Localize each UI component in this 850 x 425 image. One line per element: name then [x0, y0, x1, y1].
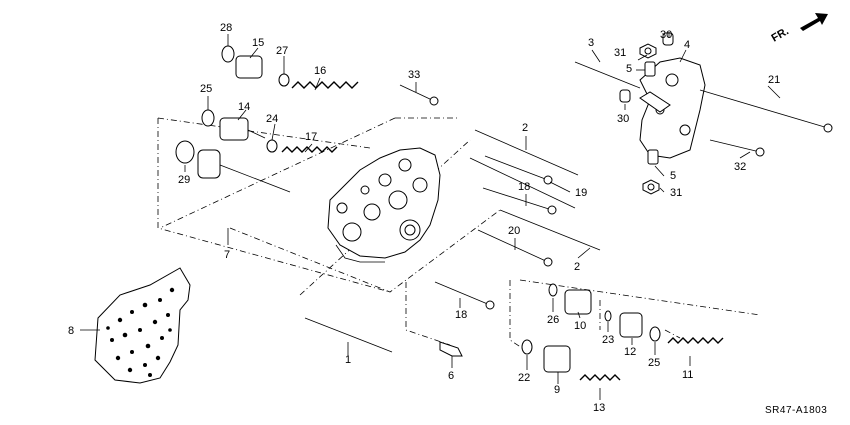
- callout-c11: 11: [682, 369, 693, 381]
- callout-c27: 27: [276, 45, 288, 57]
- diagram-code: SR47-A1803: [765, 405, 827, 416]
- front-direction-indicator: FR.: [770, 13, 828, 45]
- callout-c9: 9: [554, 384, 560, 396]
- callout-c33: 33: [408, 69, 420, 81]
- callout-c26: 26: [547, 314, 559, 326]
- callout-c29: 29: [178, 174, 190, 186]
- bottom-valves: [439, 283, 724, 381]
- left-valves: [175, 45, 359, 193]
- callout-c2a: 2: [522, 122, 528, 134]
- callout-c8: 8: [68, 325, 74, 337]
- callout-c28: 28: [220, 22, 232, 34]
- callout-c21: 21: [768, 74, 780, 86]
- front-arrow-icon: [800, 13, 828, 31]
- assembly-outline: [157, 117, 761, 351]
- callout-c4: 4: [684, 39, 690, 51]
- callout-c18a: 18: [518, 181, 530, 193]
- callout-c17: 17: [305, 131, 317, 143]
- front-direction-label: FR.: [770, 25, 791, 44]
- callout-c16: 16: [314, 65, 326, 77]
- callout-c31a: 31: [614, 47, 626, 59]
- callout-c13: 13: [593, 402, 605, 414]
- callout-c25a: 25: [200, 83, 212, 95]
- callout-c20: 20: [508, 225, 520, 237]
- bracket-assembly: [619, 32, 706, 195]
- callout-c24: 24: [266, 113, 278, 125]
- valve-body: [327, 147, 441, 263]
- callout-c6: 6: [448, 370, 454, 382]
- bolts-and-rods: [304, 61, 833, 353]
- separator-plate: [94, 267, 191, 384]
- callout-c25b: 25: [648, 357, 660, 369]
- callout-c31b: 31: [670, 187, 682, 199]
- leader-lines: [80, 32, 781, 400]
- callout-c3: 3: [588, 37, 594, 49]
- callout-c10: 10: [574, 320, 586, 332]
- callout-c32: 32: [734, 161, 746, 173]
- callout-c5b: 5: [670, 170, 676, 182]
- callout-c22: 22: [518, 372, 530, 384]
- callout-c30a: 30: [617, 113, 629, 125]
- callout-c5a: 5: [626, 63, 632, 75]
- callout-c23: 23: [602, 334, 614, 346]
- callout-c2b: 2: [574, 261, 580, 273]
- callout-c30b: 30: [660, 29, 672, 41]
- callout-c15: 15: [252, 37, 264, 49]
- callout-c12: 12: [624, 346, 636, 358]
- callout-c14: 14: [238, 101, 250, 113]
- callout-c1: 1: [345, 354, 351, 366]
- callout-c7: 7: [224, 249, 230, 261]
- callout-c18b: 18: [455, 309, 467, 321]
- callout-c19: 19: [575, 187, 587, 199]
